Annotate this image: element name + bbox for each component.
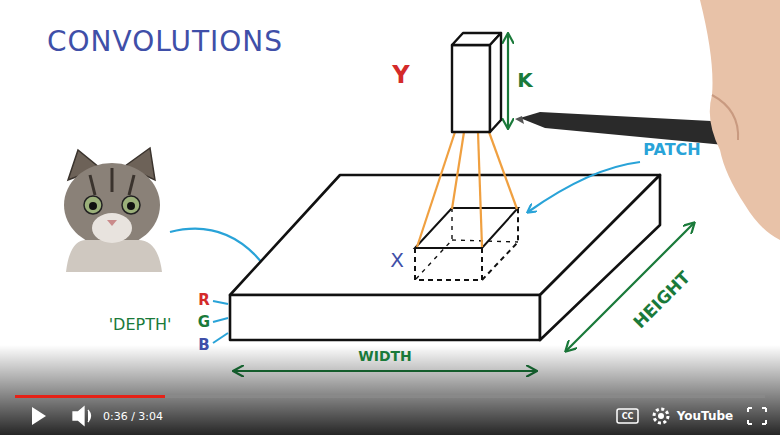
player-shade xyxy=(0,345,780,435)
channel-label: B xyxy=(198,338,209,353)
time-display: 0:36 / 3:04 xyxy=(103,411,163,422)
youtube-logo: YouTube xyxy=(677,410,734,422)
patch-label: PATCH xyxy=(643,142,700,158)
hand-with-pen xyxy=(515,0,780,240)
channel-label: R xyxy=(198,293,210,308)
volume-icon xyxy=(73,407,91,425)
depth-k-arrow xyxy=(507,34,509,128)
patch-arrow xyxy=(528,162,640,212)
progress-track xyxy=(15,395,765,398)
input-label: X xyxy=(390,250,404,270)
cc-box xyxy=(617,409,638,423)
settings-icon xyxy=(654,409,668,423)
output-column xyxy=(452,33,501,132)
depth-label: K xyxy=(517,70,533,90)
kitten xyxy=(64,148,162,272)
progress-played xyxy=(15,395,165,398)
diagram-title: CONVOLUTIONS xyxy=(47,28,283,56)
cc-icon-text: CC xyxy=(622,413,634,421)
depth-note: 'DEPTH' xyxy=(109,317,172,333)
channel-leaders xyxy=(213,301,228,343)
patch-box xyxy=(415,208,518,280)
height-arrow xyxy=(566,223,694,351)
fullscreen-icon xyxy=(748,408,766,424)
image-volume xyxy=(230,175,660,340)
channel-label: G xyxy=(198,315,210,330)
output-label: Y xyxy=(392,63,409,87)
width-label: WIDTH xyxy=(358,349,412,363)
projection-lines xyxy=(417,132,517,247)
play-icon xyxy=(32,407,46,425)
